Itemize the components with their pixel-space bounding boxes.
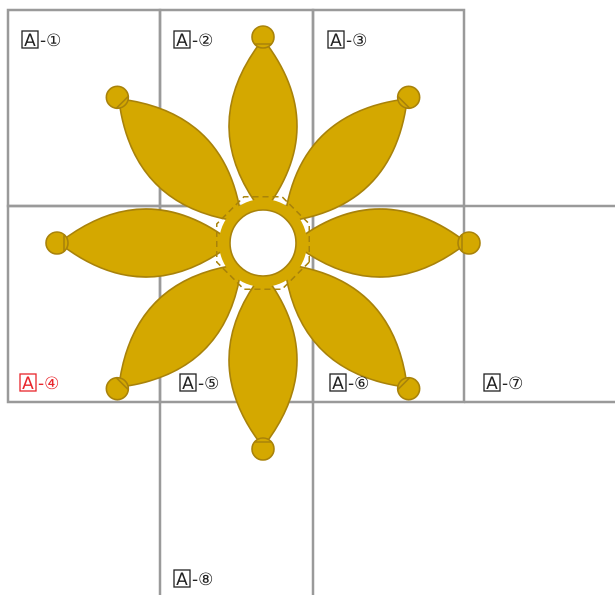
label-letter-box (483, 373, 501, 392)
panel-label-7: A-⑦ (483, 373, 523, 394)
petal-8 (105, 85, 243, 223)
label-number: -⑤ (198, 374, 219, 394)
center-hole (229, 209, 297, 277)
petal-shape (57, 208, 235, 278)
petal-tip-seam (396, 376, 411, 391)
petal-tip-knob (251, 25, 275, 49)
flower-motif (45, 25, 481, 461)
petal-tip-seam (115, 376, 130, 391)
panel-label-2: A-② (173, 30, 213, 51)
label-number: -⑦ (502, 374, 523, 394)
panel-label-3: A-③ (327, 30, 367, 51)
panel-label-4: A-④ (19, 373, 59, 394)
label-letter-box (327, 30, 345, 49)
label-number: -⑧ (192, 570, 213, 590)
petal-7 (45, 208, 235, 278)
label-letter: A (332, 374, 344, 394)
label-letter-box (19, 373, 37, 392)
petal-tip-knob (457, 231, 481, 255)
panel-label-1: A-① (21, 30, 61, 51)
label-letter: A (176, 31, 188, 51)
petal-shape (291, 208, 469, 278)
petal-shape (228, 37, 298, 215)
label-letter-box (173, 569, 191, 588)
petal-tip-seam (115, 95, 130, 110)
label-letter-box (179, 373, 197, 392)
label-number: -② (192, 31, 213, 51)
petal-5 (228, 271, 298, 461)
petal-1 (228, 25, 298, 215)
label-letter-box (173, 30, 191, 49)
label-number: -① (40, 31, 61, 51)
petal-6 (105, 263, 243, 401)
petal-tip-knob (251, 437, 275, 461)
label-letter: A (22, 374, 34, 394)
label-letter: A (182, 374, 194, 394)
panel-label-8: A-⑧ (173, 569, 213, 590)
panel-label-6: A-⑥ (329, 373, 369, 394)
center-dashed-ring-overlay (216, 196, 310, 290)
label-letter: A (24, 31, 36, 51)
label-number: -④ (38, 374, 59, 394)
label-letter: A (486, 374, 498, 394)
petal-tip-knob (45, 231, 69, 255)
label-letter: A (176, 570, 188, 590)
petal-shape (228, 271, 298, 449)
label-number: -③ (346, 31, 367, 51)
label-letter: A (330, 31, 342, 51)
label-letter-box (21, 30, 39, 49)
petal-tip-seam (396, 95, 411, 110)
petal-3 (291, 208, 481, 278)
label-letter-box (329, 373, 347, 392)
petal-2 (283, 85, 421, 223)
panel-label-5: A-⑤ (179, 373, 219, 394)
label-number: -⑥ (348, 374, 369, 394)
